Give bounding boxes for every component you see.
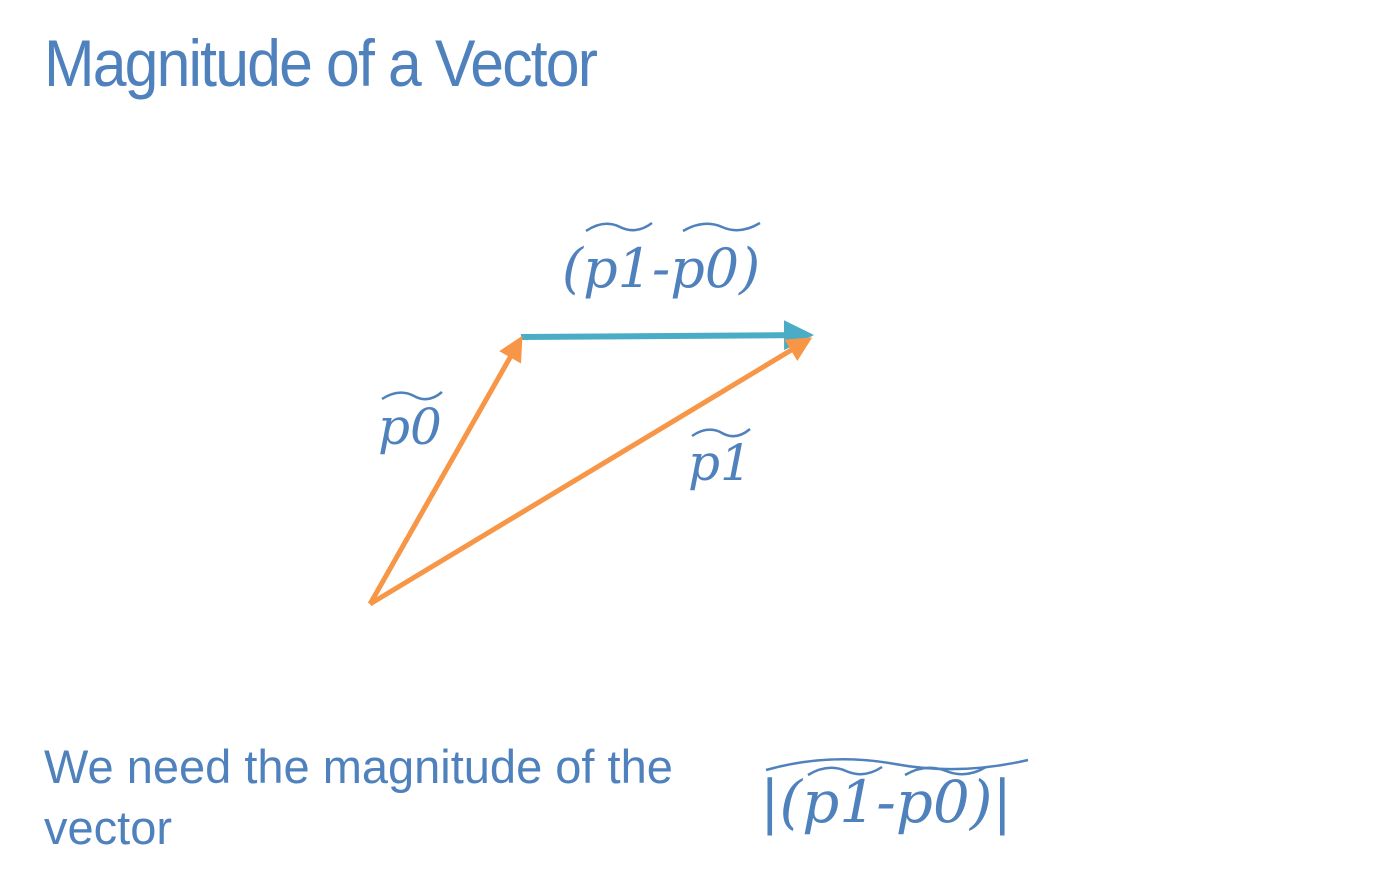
difference-label-text: (p1-p0): [562, 237, 760, 300]
body-text: We need the magnitude of the vector: [44, 740, 673, 854]
p0-tilde: [381, 391, 443, 401]
difference-p0-tilde: [682, 221, 761, 233]
slide-title: Magnitude of a Vector: [44, 26, 598, 100]
p1-vector-arrow: [368, 337, 813, 607]
p0-vector-arrow: [367, 335, 523, 606]
difference-vector-arrow: [520, 320, 814, 351]
p0-label: p0: [378, 391, 443, 456]
magnitude-p1-tilde: [807, 765, 883, 777]
p1-label-text: p1: [688, 434, 752, 492]
magnitude-outer-tilde: [765, 757, 1029, 772]
difference-p1-tilde: [585, 221, 653, 233]
p1-tilde: [691, 428, 751, 438]
p1-label: p1: [688, 428, 752, 492]
magnitude-text: |(p1-p0)|: [760, 768, 1012, 836]
magnitude-expression: |(p1-p0)|: [760, 757, 1029, 836]
magnitude-p0-tilde: [904, 765, 987, 777]
p0-label-text: p0: [378, 398, 442, 456]
difference-vector-label: (p1-p0): [562, 221, 761, 300]
